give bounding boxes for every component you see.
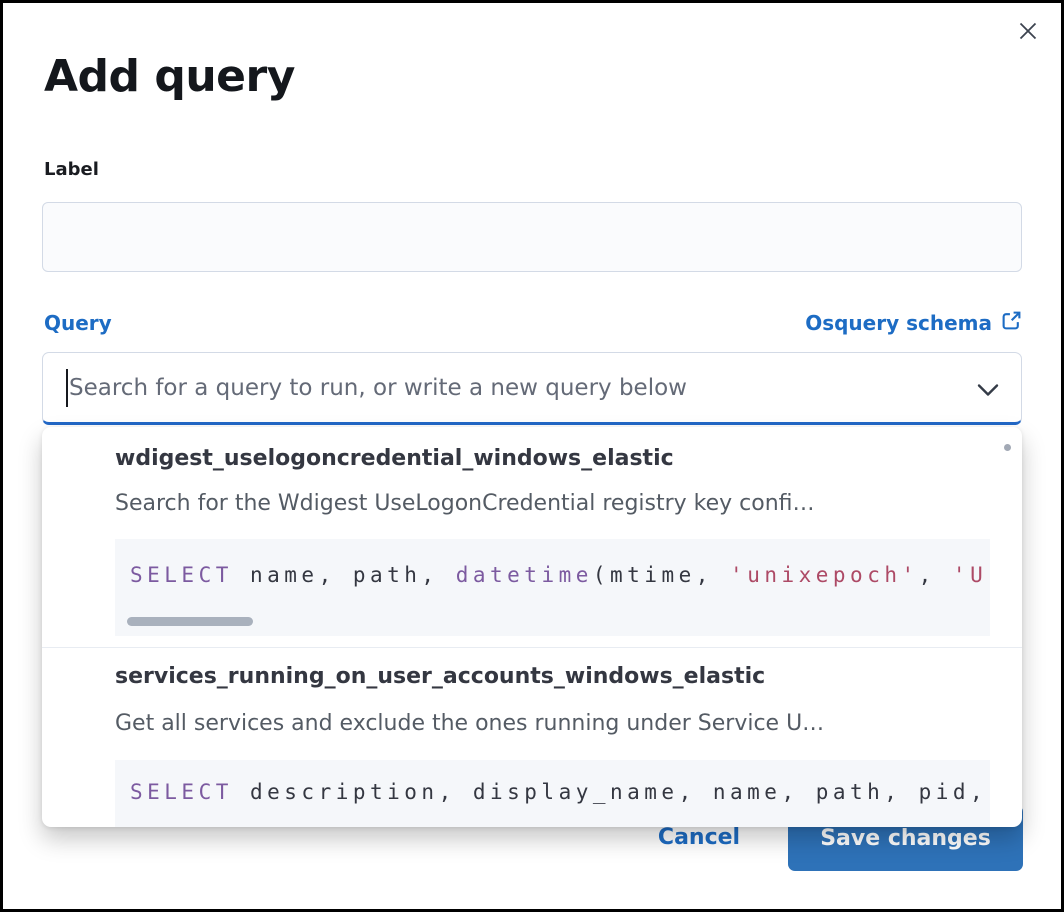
option-divider bbox=[42, 647, 1022, 648]
label-input[interactable] bbox=[42, 202, 1022, 272]
query-field-label: Query bbox=[44, 311, 112, 335]
sql-token: (mtime, bbox=[592, 563, 731, 587]
osquery-schema-link[interactable]: Osquery schema bbox=[805, 310, 1022, 336]
query-option-title: services_running_on_user_accounts_window… bbox=[115, 664, 766, 689]
sql-token: SELECT bbox=[130, 780, 233, 804]
close-button[interactable] bbox=[1014, 18, 1042, 46]
label-field-label: Label bbox=[44, 159, 99, 180]
external-link-icon bbox=[1001, 310, 1022, 336]
sql-code-line: SELECT name, path, datetime(mtime, 'unix… bbox=[130, 563, 987, 587]
sql-token: description, display_name, name, path, p… bbox=[232, 780, 988, 804]
query-option-code-block: SELECT description, display_name, name, … bbox=[115, 760, 990, 827]
sql-code-line: SELECT description, display_name, name, … bbox=[130, 780, 987, 804]
text-cursor bbox=[66, 369, 68, 407]
sql-token: 'U bbox=[952, 563, 988, 587]
query-options-dropdown: wdigest_uselogoncredential_windows_elast… bbox=[42, 427, 1022, 827]
query-option-title: wdigest_uselogoncredential_windows_elast… bbox=[115, 446, 674, 471]
horizontal-scrollbar-thumb[interactable] bbox=[127, 617, 253, 626]
query-search-input[interactable] bbox=[69, 353, 939, 422]
sql-token: name, path, bbox=[232, 563, 456, 587]
close-icon bbox=[1017, 22, 1039, 45]
cancel-button[interactable]: Cancel bbox=[641, 813, 757, 861]
osquery-schema-link-label: Osquery schema bbox=[805, 311, 992, 335]
sql-token: datetime bbox=[455, 563, 593, 587]
vertical-scrollbar-thumb[interactable] bbox=[1004, 444, 1011, 451]
query-option-description: Get all services and exclude the ones ru… bbox=[115, 711, 825, 736]
sql-token: 'unixepoch' bbox=[730, 563, 919, 587]
query-option-description: Search for the Wdigest UseLogonCredentia… bbox=[115, 491, 815, 516]
query-option-code-block: SELECT name, path, datetime(mtime, 'unix… bbox=[115, 539, 990, 636]
query-search-combobox[interactable] bbox=[42, 352, 1022, 425]
sql-token: SELECT bbox=[130, 563, 233, 587]
chevron-down-icon[interactable] bbox=[977, 382, 999, 401]
sql-token: , bbox=[918, 563, 953, 587]
page-title: Add query bbox=[44, 51, 295, 102]
